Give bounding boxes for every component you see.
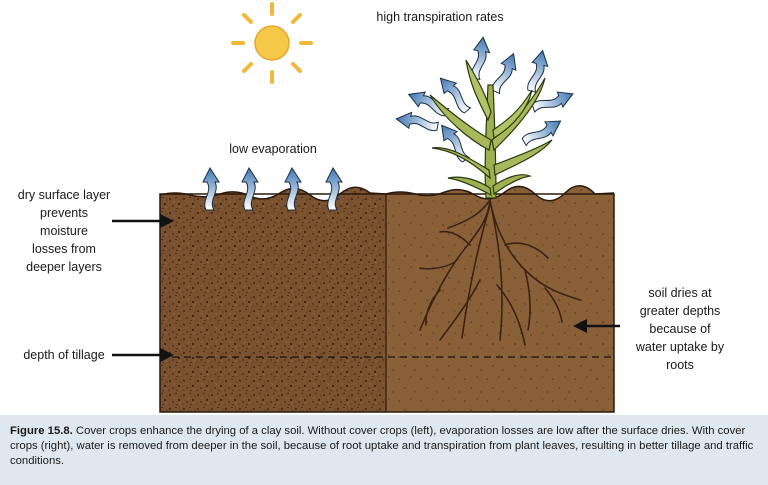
- label-high-transpiration: high transpiration rates: [376, 10, 504, 24]
- evaporation-arrows: [202, 166, 343, 211]
- soil-block-right: [385, 185, 615, 412]
- transpiration-arrows: [395, 36, 574, 163]
- label-dry-surface-line3: moisture: [40, 224, 88, 238]
- label-dry-surface-line4: losses from: [32, 242, 96, 256]
- label-soil-dries-line1: soil dries at: [648, 286, 712, 300]
- plant-icon: [429, 59, 553, 199]
- label-soil-dries-line2: greater depths: [639, 304, 721, 318]
- soil-diagram: [112, 2, 620, 413]
- caption-text: Cover crops enhance the drying of a clay…: [10, 425, 754, 467]
- label-low-evaporation: low evaporation: [229, 142, 317, 156]
- label-dry-surface-line5: deeper layers: [26, 260, 102, 274]
- plant-roots: [419, 199, 581, 346]
- label-soil-dries-line5: roots: [666, 358, 694, 372]
- label-dry-surface-line2: prevents: [40, 206, 88, 220]
- pointer-arrows: [112, 214, 620, 362]
- label-soil-dries-line3: because of: [649, 322, 711, 336]
- label-dry-surface-line1: dry surface layer: [17, 188, 111, 202]
- label-dry-surface: dry surface layer prevents moisture loss…: [14, 186, 114, 276]
- sun-icon: [231, 2, 313, 84]
- label-soil-dries: soil dries at greater depths because of …: [624, 284, 736, 374]
- figure-label: Figure 15.8.: [10, 425, 73, 437]
- figure-caption: Figure 15.8. Cover crops enhance the dry…: [0, 415, 768, 485]
- label-depth-of-tillage: depth of tillage: [23, 348, 105, 362]
- soil-block-left: [159, 186, 387, 412]
- label-soil-dries-line4: water uptake by: [635, 340, 725, 354]
